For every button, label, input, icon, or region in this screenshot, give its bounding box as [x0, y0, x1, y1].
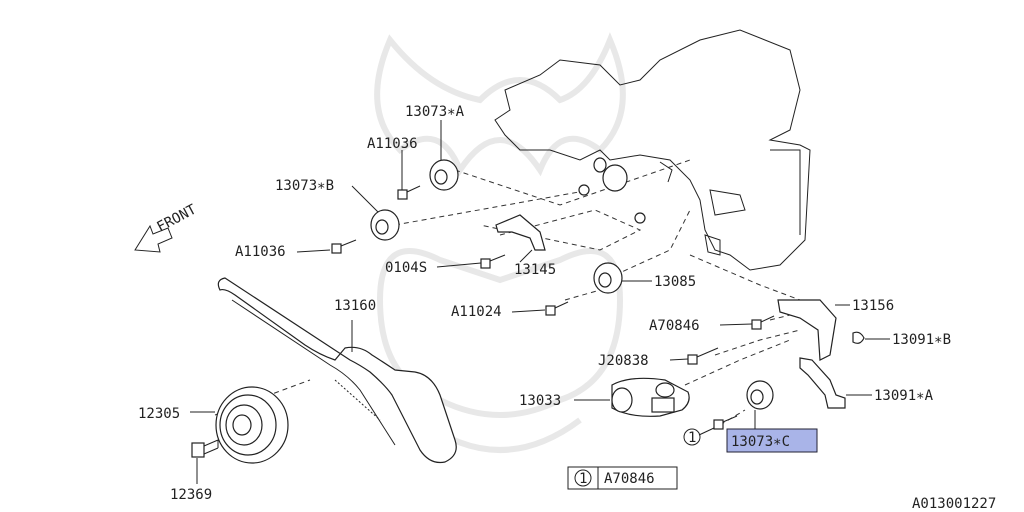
callout-1: 1 — [683, 428, 701, 446]
label-13073b[interactable]: 13073∗B — [275, 178, 334, 194]
label-13085[interactable]: 13085 — [654, 274, 696, 290]
clip-13091b — [852, 331, 865, 344]
front-arrow: FRONT — [134, 201, 200, 253]
front-label: FRONT — [154, 201, 199, 235]
label-13073c[interactable]: 13073∗C — [731, 434, 790, 450]
legend-box: 1 A70846 — [567, 466, 678, 490]
label-a11036-top[interactable]: A11036 — [367, 136, 418, 152]
label-13160[interactable]: 13160 — [334, 298, 376, 314]
leader-lines — [190, 120, 890, 484]
idler-pulley-b — [370, 209, 400, 241]
drive-belt — [217, 277, 457, 464]
label-j20838[interactable]: J20838 — [598, 353, 649, 369]
label-0104s[interactable]: 0104S — [385, 260, 427, 276]
crank-bolt — [191, 439, 219, 458]
idler-pulley-a — [429, 159, 459, 191]
dashed-lines — [214, 159, 811, 426]
label-13145[interactable]: 13145 — [514, 262, 556, 278]
highlight-box-13073c — [726, 428, 818, 453]
bracket-13091a — [799, 357, 846, 409]
bracket-13156 — [777, 299, 837, 361]
label-12369[interactable]: 12369 — [170, 487, 212, 503]
legend-part: A70846 — [604, 471, 655, 487]
label-13033[interactable]: 13033 — [519, 393, 561, 409]
label-13156[interactable]: 13156 — [852, 298, 894, 314]
label-12305[interactable]: 12305 — [138, 406, 180, 422]
legend-marker: 1 — [579, 471, 587, 487]
diagram-id: A013001227 — [912, 496, 996, 512]
idler-pulley-c — [746, 380, 774, 410]
engine-block — [494, 29, 811, 271]
label-a11024[interactable]: A11024 — [451, 304, 502, 320]
callout-marker: 1 — [688, 430, 696, 446]
label-13091b[interactable]: 13091∗B — [892, 332, 951, 348]
bracket-13145 — [495, 214, 546, 251]
label-13073a[interactable]: 13073∗A — [405, 104, 465, 120]
bolts — [331, 185, 775, 430]
label-a70846[interactable]: A70846 — [649, 318, 700, 334]
label-a11036-bottom[interactable]: A11036 — [235, 244, 286, 260]
part-labels: 13073∗A A11036 13073∗B A11036 0104S 1314… — [138, 104, 951, 503]
tensioner-13033 — [611, 377, 690, 417]
engine-side-pulleys — [578, 157, 673, 224]
idler-pulley-13085 — [593, 262, 623, 294]
label-13091a[interactable]: 13091∗A — [874, 388, 934, 404]
crank-pulley — [215, 386, 289, 464]
